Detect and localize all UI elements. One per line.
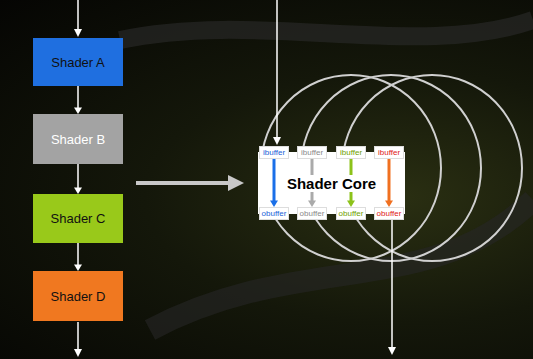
output-buffer: obuffer — [374, 207, 404, 220]
buffer-label: ibuffer — [263, 147, 285, 158]
node-label: Shader Core — [285, 175, 378, 192]
flow-arrow — [347, 159, 355, 207]
buffer-label: obuffer — [339, 208, 364, 219]
arrow-line — [388, 159, 391, 201]
buffer-label: ibuffer — [301, 147, 323, 158]
flow-arrow — [270, 159, 278, 207]
flow-arrow — [74, 164, 82, 194]
arrow-head — [228, 175, 244, 191]
input-arrow — [77, 0, 79, 30]
arrow-line — [273, 159, 276, 201]
input-arrow — [276, 0, 278, 138]
shader-box: Shader D — [33, 271, 123, 321]
map-arrow — [136, 181, 230, 185]
arrow-line — [77, 243, 79, 265]
arrow-head — [385, 201, 393, 207]
buffer-label: ibuffer — [340, 147, 362, 158]
output-arrow — [77, 322, 79, 350]
arrow-line — [350, 159, 353, 201]
shader-core: Shader Coreibufferibufferibufferibuffero… — [258, 152, 405, 214]
arrow-head — [308, 201, 316, 207]
arrow-head — [74, 108, 82, 114]
swoosh — [150, 200, 533, 330]
arrow-head — [347, 201, 355, 207]
input-buffer: ibuffer — [297, 146, 327, 159]
shader-box: Shader A — [33, 38, 123, 86]
arrow-head — [74, 188, 82, 194]
swoosh — [120, 20, 533, 40]
input-buffer: ibuffer — [374, 146, 404, 159]
flow-arrow — [308, 159, 316, 207]
flow-arrow — [74, 86, 82, 114]
shader-box: Shader C — [33, 194, 123, 243]
buffer-label: obuffer — [300, 208, 325, 219]
output-buffer: obuffer — [336, 207, 366, 220]
node-label: Shader A — [51, 55, 105, 70]
arrow-head — [270, 201, 278, 207]
arrow-head — [273, 137, 281, 145]
arrow-line — [311, 159, 314, 201]
arrow-line — [77, 86, 79, 108]
buffer-label: obuffer — [377, 208, 402, 219]
arrow-head — [74, 265, 82, 271]
input-buffer: ibuffer — [336, 146, 366, 159]
buffer-label: ibuffer — [378, 147, 400, 158]
output-buffer: obuffer — [259, 207, 289, 220]
node-label: Shader D — [51, 289, 106, 304]
shader-box: Shader B — [33, 114, 123, 164]
arrow-head — [74, 349, 82, 357]
flow-arrow — [74, 243, 82, 271]
node-label: Shader B — [51, 132, 105, 147]
node-label: Shader C — [51, 211, 106, 226]
arrow-head — [74, 29, 82, 37]
buffer-label: obuffer — [262, 208, 287, 219]
arrow-head — [388, 347, 396, 355]
arrow-line — [77, 164, 79, 188]
flow-arrow — [385, 159, 393, 207]
input-buffer: ibuffer — [259, 146, 289, 159]
output-buffer: obuffer — [297, 207, 327, 220]
output-arrow — [391, 219, 393, 348]
